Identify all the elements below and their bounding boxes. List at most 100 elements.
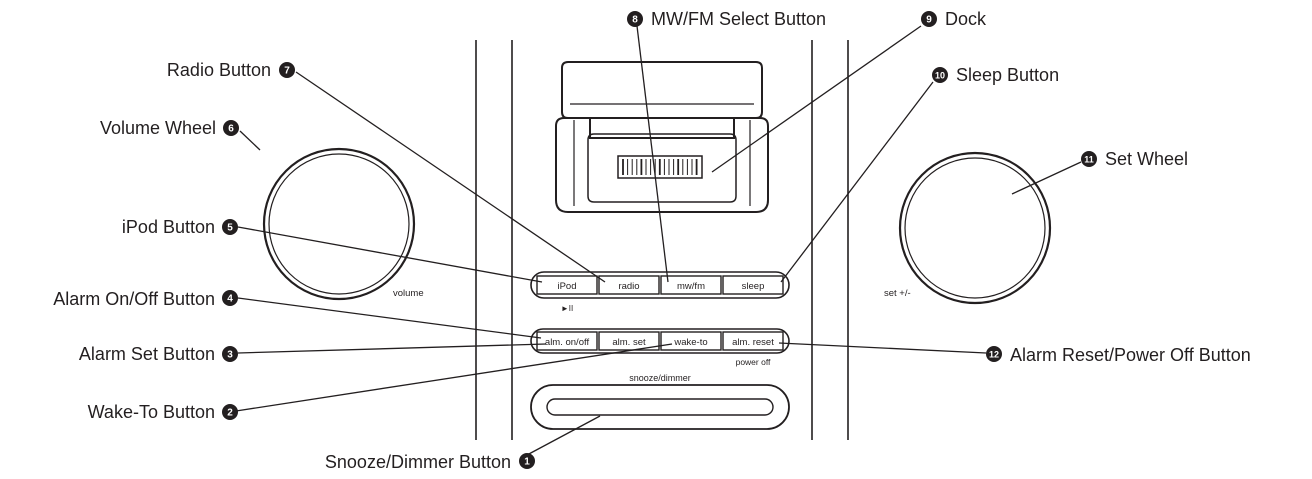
- callout-badge: [279, 62, 295, 78]
- callout-6: Volume Wheel 6: [100, 118, 239, 138]
- top-button-row: iPod radio mw/fm sleep ►II: [530, 271, 790, 313]
- callout-label: Set Wheel: [1105, 149, 1188, 169]
- callout-number: 6: [228, 124, 234, 135]
- set-wheel-inner-ring: [904, 157, 1046, 299]
- bottom-button-row: alm. on/off alm. set wake-to alm. reset …: [530, 328, 790, 367]
- volume-wheel[interactable]: [262, 147, 416, 301]
- mw-fm-button-label: mw/fm: [677, 281, 705, 292]
- callout-number: 12: [989, 350, 999, 360]
- leader-alarm-on-off: [237, 297, 542, 339]
- alarm-on-off-button[interactable]: [536, 331, 598, 351]
- dock-connector: [617, 155, 703, 179]
- callout-number: 5: [227, 223, 233, 234]
- ipod-button[interactable]: [536, 275, 598, 295]
- callout-8: 8 MW/FM Select Button: [627, 9, 826, 29]
- callout-badge: [222, 346, 238, 362]
- volume-label: volume: [393, 288, 424, 299]
- callout-number: 1: [524, 457, 530, 468]
- callout-7: Radio Button 7: [167, 60, 295, 80]
- callout-number: 7: [284, 66, 290, 77]
- callout-number: 4: [227, 294, 233, 305]
- alarm-set-label: alm. set: [612, 337, 646, 348]
- callout-5: iPod Button 5: [122, 217, 238, 237]
- callout-label: iPod Button: [122, 217, 215, 237]
- leader-lines: [235, 25, 1082, 456]
- callout-number: 9: [926, 15, 932, 26]
- dock-connector-ribs: [622, 159, 698, 175]
- dock-base[interactable]: [555, 117, 769, 213]
- ipod-button-label: iPod: [557, 281, 576, 292]
- snooze-bar-inner: [546, 398, 774, 416]
- sleep-button-label: sleep: [742, 281, 765, 292]
- callout-badge: [1081, 151, 1097, 167]
- callout-labels: Snooze/Dimmer Button 1 Wake-To Button 2 …: [53, 9, 1251, 472]
- callout-label: Wake-To Button: [88, 402, 215, 422]
- callout-number: 2: [227, 408, 233, 419]
- callout-badge: [932, 67, 948, 83]
- callout-label: MW/FM Select Button: [651, 9, 826, 29]
- snooze-dimmer-label: snooze/dimmer: [629, 373, 691, 383]
- volume-wheel-outer-ring: [262, 147, 416, 301]
- callout-2: Wake-To Button 2: [88, 402, 238, 422]
- leader-alarm-set: [237, 343, 547, 354]
- callout-badge: [222, 219, 238, 235]
- callout-number: 11: [1084, 155, 1094, 165]
- radio-button-label: radio: [618, 281, 639, 292]
- leader-radio: [295, 71, 606, 283]
- dock-insert-well: [587, 133, 737, 203]
- callout-number: 10: [935, 71, 945, 81]
- callout-10: 10 Sleep Button: [932, 65, 1059, 85]
- callout-label: Dock: [945, 9, 987, 29]
- alarm-reset-label: alm. reset: [732, 337, 774, 348]
- leader-volume-wheel: [239, 130, 261, 151]
- callout-badge: [519, 453, 535, 469]
- wake-to-label: wake-to: [673, 337, 707, 348]
- mw-fm-button[interactable]: [660, 275, 722, 295]
- callout-badge: [986, 346, 1002, 362]
- callout-badge: [223, 120, 239, 136]
- sleep-button[interactable]: [722, 275, 784, 295]
- callout-label: Alarm On/Off Button: [53, 289, 215, 309]
- set-wheel-outer-ring: [898, 151, 1052, 305]
- callout-badge: [627, 11, 643, 27]
- snooze-bar[interactable]: [530, 384, 790, 430]
- bottom-button-bezel: [530, 328, 790, 354]
- callout-9: 9 Dock: [921, 9, 987, 29]
- callout-1: Snooze/Dimmer Button 1: [325, 452, 535, 472]
- callout-label: Sleep Button: [956, 65, 1059, 85]
- callout-3: Alarm Set Button 3: [79, 344, 238, 364]
- callout-label: Radio Button: [167, 60, 271, 80]
- callout-label: Alarm Reset/Power Off Button: [1010, 345, 1251, 365]
- callout-number: 3: [227, 350, 233, 361]
- volume-wheel-inner-ring: [268, 153, 410, 295]
- alarm-on-off-label: alm. on/off: [545, 337, 590, 348]
- callout-badge: [222, 404, 238, 420]
- leader-ipod: [237, 226, 543, 283]
- set-wheel[interactable]: [898, 151, 1052, 305]
- set-label: set +/-: [884, 288, 911, 299]
- alarm-reset-button[interactable]: [722, 331, 784, 351]
- leader-sleep: [780, 81, 934, 283]
- callout-badge: [921, 11, 937, 27]
- callout-12: 12 Alarm Reset/Power Off Button: [986, 345, 1251, 365]
- power-off-label: power off: [736, 357, 771, 367]
- wake-to-button[interactable]: [660, 331, 722, 351]
- leader-alarm-reset: [778, 342, 987, 354]
- snooze-bar-outer: [530, 384, 790, 430]
- callout-badge: [222, 290, 238, 306]
- radio-button[interactable]: [598, 275, 660, 295]
- play-pause-label: ►II: [561, 304, 573, 313]
- callout-label: Volume Wheel: [100, 118, 216, 138]
- callout-11: 11 Set Wheel: [1081, 149, 1188, 169]
- device-body: [475, 40, 849, 440]
- callout-number: 8: [632, 15, 638, 26]
- callout-4: Alarm On/Off Button 4: [53, 289, 238, 309]
- dock-back-cradle: [561, 61, 763, 119]
- dock-assembly: [555, 61, 769, 213]
- top-button-bezel: [530, 271, 790, 299]
- leader-wake-to: [235, 343, 673, 412]
- leader-dock: [711, 25, 922, 173]
- callout-label: Alarm Set Button: [79, 344, 215, 364]
